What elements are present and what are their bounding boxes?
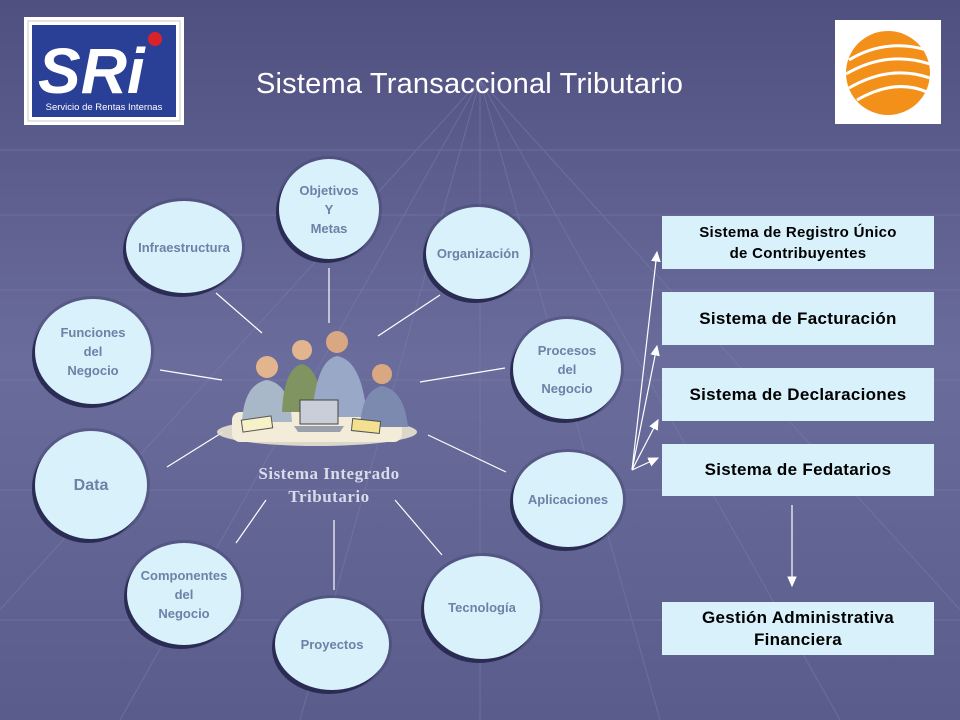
bubble-tecnologia: Tecnología [424, 556, 540, 659]
bubble-infraestructura-label: Infraestructura [138, 239, 230, 255]
bubble-procesos: Procesos del Negocio [513, 319, 621, 419]
bubble-objetivos: Objetivos Y Metas [279, 159, 379, 259]
page-title: Sistema Transaccional Tributario [256, 68, 684, 100]
arrow-to-fedatarios [631, 457, 660, 471]
bubble-procesos-label: Procesos del Negocio [537, 342, 597, 396]
connector-data [166, 431, 224, 468]
bubble-organizacion-label: Organización [436, 245, 520, 261]
bubble-aplicaciones-label: Aplicaciones [527, 492, 609, 507]
bubble-proyectos: Proyectos [275, 598, 389, 690]
bubble-infraestructura: Infraestructura [126, 201, 242, 293]
sri-logo: SRi Servicio de Rentas Internas [24, 17, 184, 125]
connector-organizacion [377, 294, 441, 337]
system-declaraciones: Sistema de Declaraciones [662, 368, 934, 421]
bubble-organizacion: Organización [426, 207, 530, 299]
bubble-tecnologia-label: Tecnología [448, 600, 516, 615]
bubble-funciones: Funciones del Negocio [35, 299, 151, 404]
connector-tecnologia [394, 499, 443, 556]
center-label: Sistema Integrado Tributario [258, 464, 400, 506]
team-illustration [217, 331, 417, 446]
system-registro-unico: Sistema de Registro Único de Contribuyen… [662, 216, 934, 269]
connector-procesos [419, 367, 506, 383]
bubble-data: Data [35, 431, 147, 539]
gestion-administrativa: Gestión Administrativa Financiera [662, 602, 934, 655]
orange-globe-logo [835, 20, 941, 124]
bubble-componentes-label: Componentes del Negocio [140, 567, 228, 621]
connector-funciones [159, 369, 223, 381]
bubble-funciones-label: Funciones del Negocio [60, 325, 126, 378]
arrow-to-declaraciones [631, 418, 659, 471]
bubble-data-label: Data [73, 476, 109, 494]
system-fedatarios: Sistema de Fedatarios [662, 444, 934, 496]
arrow-to-facturacion [631, 344, 660, 471]
bubble-objetivos-label: Objetivos Y Metas [299, 182, 359, 236]
bubble-proyectos-label: Proyectos [300, 636, 364, 652]
system-facturacion: Sistema de Facturación [662, 292, 934, 345]
bubble-aplicaciones: Aplicaciones [513, 452, 623, 547]
connector-aplicaciones [427, 434, 507, 473]
bubble-componentes: Componentes del Negocio [127, 543, 241, 645]
sri-logo-letters: SRi [38, 35, 146, 107]
connector-componentes [235, 499, 267, 544]
connector-infraestructura [215, 292, 263, 334]
arrow-to-registro [631, 250, 661, 471]
sri-logo-tagline: Servicio de Rentas Internas [46, 102, 163, 113]
